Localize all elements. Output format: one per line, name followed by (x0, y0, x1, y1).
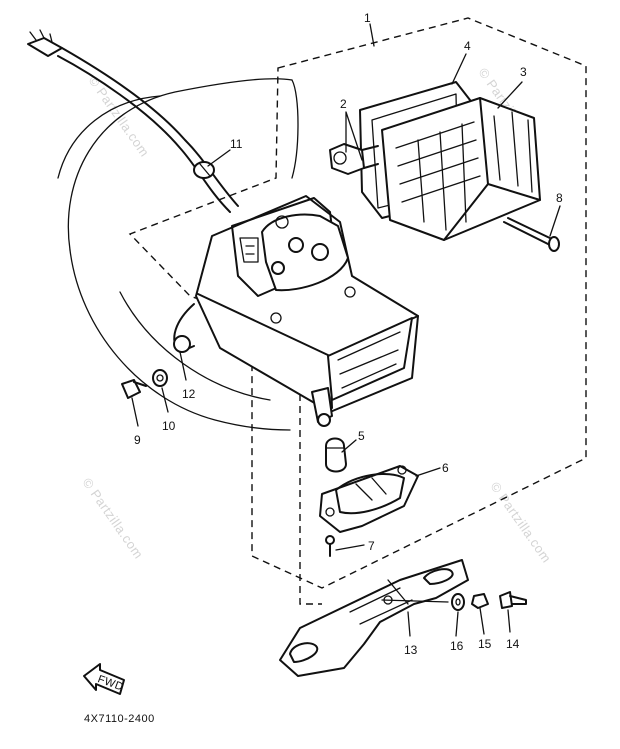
callout-1: 1 (364, 11, 371, 25)
watermark-4: © Partzilla.com (488, 479, 555, 566)
callout-16: 16 (450, 639, 464, 653)
license-light-cover-6 (319, 465, 419, 533)
callout-12: 12 (182, 387, 196, 401)
watermark-1: © Partzilla.com (86, 73, 153, 160)
callout-5: 5 (358, 429, 365, 443)
lens-assembly (329, 81, 541, 241)
callout-13: 13 (404, 643, 418, 657)
callout-9: 9 (134, 433, 141, 447)
callout-8: 8 (556, 191, 563, 205)
bulb-5 (325, 437, 347, 473)
wire-harness (27, 29, 239, 213)
washer-10 (152, 369, 168, 387)
assembly-outline (128, 17, 587, 589)
license-bracket-13 (279, 559, 469, 677)
bolt-14 (499, 591, 527, 609)
callout-numbers: 1 2 3 4 5 6 7 8 9 10 11 12 13 14 15 16 (134, 11, 563, 657)
callout-2: 2 (340, 97, 347, 111)
screw-8 (503, 217, 560, 252)
washer-16 (451, 593, 465, 611)
callout-14: 14 (506, 637, 520, 651)
leader-lines (131, 23, 561, 637)
fwd-arrow-icon: FWD (83, 663, 125, 695)
watermark-3: © Partzilla.com (80, 475, 147, 562)
fender-outline (57, 78, 299, 431)
callout-4: 4 (464, 39, 471, 53)
taillight-base (173, 195, 419, 605)
callout-7: 7 (368, 539, 375, 553)
callout-11: 11 (230, 137, 243, 151)
callout-6: 6 (442, 461, 449, 475)
bolt-9 (121, 379, 147, 399)
diagram-part-code: 4X7110-2400 (84, 713, 155, 725)
callout-15: 15 (478, 637, 492, 651)
callout-3: 3 (520, 65, 527, 79)
nut-15 (471, 593, 489, 609)
callout-10: 10 (162, 419, 176, 433)
screw-7 (325, 535, 335, 557)
